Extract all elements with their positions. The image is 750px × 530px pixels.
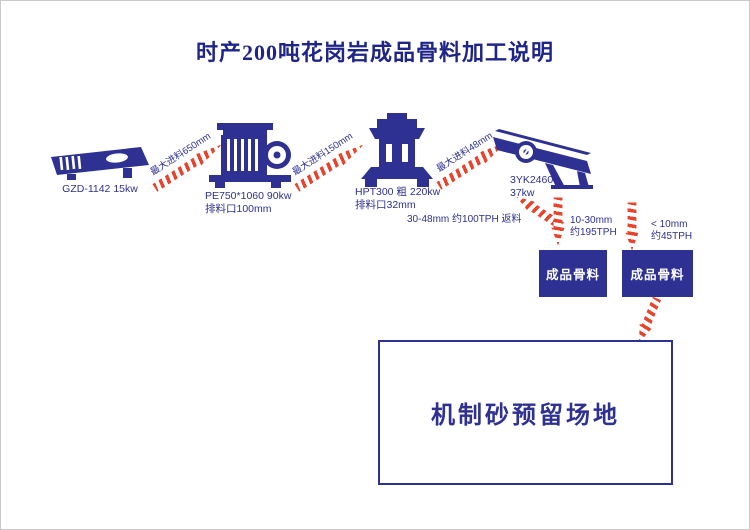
jaw-crusher-label-line1: PE750*1060 90kw bbox=[205, 190, 292, 202]
product-box-2: 成品骨料 bbox=[622, 250, 693, 297]
vibrating-screen-icon bbox=[493, 129, 593, 189]
cone-crusher-label-line2: 排料口32mm bbox=[355, 199, 416, 211]
vibrating-feeder-icon bbox=[51, 147, 149, 180]
cone-crusher-icon bbox=[361, 113, 433, 187]
return-label: 30-48mm 约100TPH 返料 bbox=[407, 214, 522, 225]
jaw-crusher-label: PE750*1060 90kw 排料口100mm bbox=[205, 190, 291, 216]
product-box-1: 成品骨料 bbox=[539, 250, 607, 297]
mid-fraction-label: 10-30mm 约195TPH bbox=[570, 215, 617, 239]
fine-fraction-tph: 约45TPH bbox=[651, 231, 693, 242]
screen-label: 3YK2460 37kw bbox=[510, 174, 553, 200]
reserved-area-label: 机制砂预留场地 bbox=[431, 402, 620, 429]
cone-crusher-label-line1: HPT300 粗 220kw bbox=[355, 186, 441, 198]
cone-crusher-label: HPT300 粗 220kw 排料口32mm bbox=[355, 186, 440, 212]
mid-fraction-size: 10-30mm bbox=[570, 215, 613, 226]
mid-fraction-tph: 约195TPH bbox=[570, 227, 617, 238]
down-arrow-fine-icon bbox=[626, 203, 639, 251]
fine-fraction-size: < 10mm bbox=[651, 219, 688, 230]
fine-fraction-label: < 10mm 约45TPH bbox=[651, 219, 692, 243]
jaw-crusher-icon bbox=[209, 123, 291, 188]
jaw-crusher-label-line2: 排料口100mm bbox=[205, 203, 272, 215]
down-arrow-sand-icon bbox=[633, 296, 663, 345]
screen-label-line1: 3YK2460 bbox=[510, 174, 554, 186]
reserved-area-box: 机制砂预留场地 bbox=[378, 340, 673, 485]
diagram-title: 时产200吨花岗岩成品骨料加工说明 bbox=[195, 40, 554, 65]
screen-label-line2: 37kw bbox=[510, 187, 535, 199]
feeder-label: GZD-1142 15kw bbox=[62, 183, 138, 195]
